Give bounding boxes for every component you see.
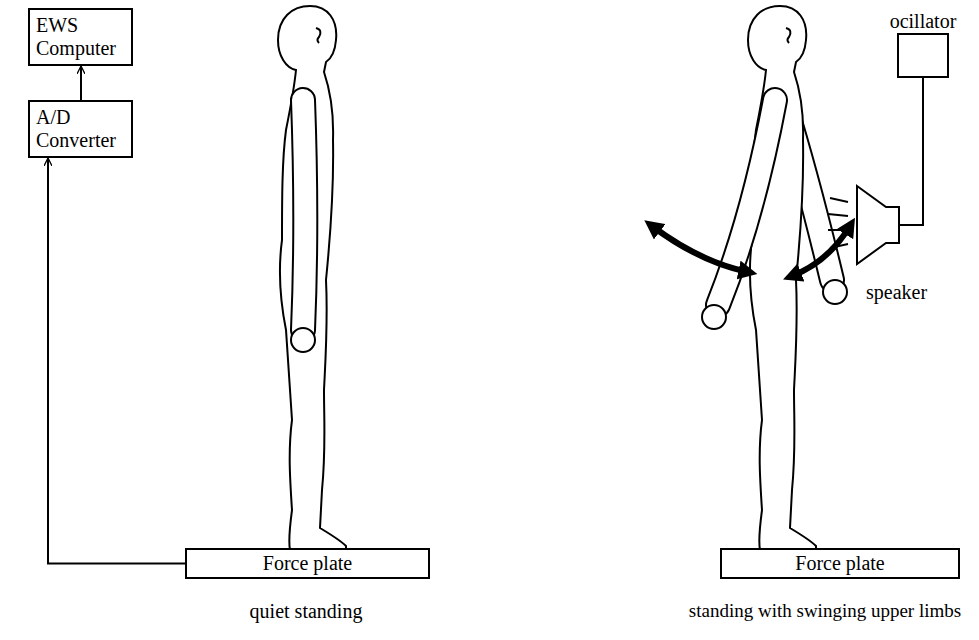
standing-figure: [278, 6, 346, 550]
oscillator-box: ocillator: [897, 33, 949, 78]
force-plate: Force plate: [185, 548, 430, 579]
swinging-figure: [702, 6, 847, 550]
box-label: Force plate: [795, 552, 884, 575]
box-label: Force plate: [263, 552, 352, 575]
connector-line: [48, 158, 185, 564]
computer-box: EWS Computer: [28, 8, 133, 66]
sound-waves: [828, 198, 848, 248]
converter-box: A/D Converter: [28, 100, 133, 158]
speaker-outline: [856, 185, 900, 265]
swing-arrow: [792, 226, 850, 276]
connector-line: [900, 78, 923, 225]
box-label: EWS Computer: [36, 14, 125, 60]
speaker-symbol: speaker: [856, 185, 900, 265]
box-label: A/D Converter: [36, 106, 125, 152]
swing-arrow: [652, 226, 748, 272]
caption-label: standing with swinging upper limbs: [689, 600, 961, 622]
connector-line: [80, 66, 82, 100]
component-label: ocillator: [890, 10, 957, 33]
force-plate: Force plate: [720, 548, 960, 579]
caption-label: quiet standing: [250, 600, 363, 623]
component-label: speaker: [866, 281, 927, 304]
